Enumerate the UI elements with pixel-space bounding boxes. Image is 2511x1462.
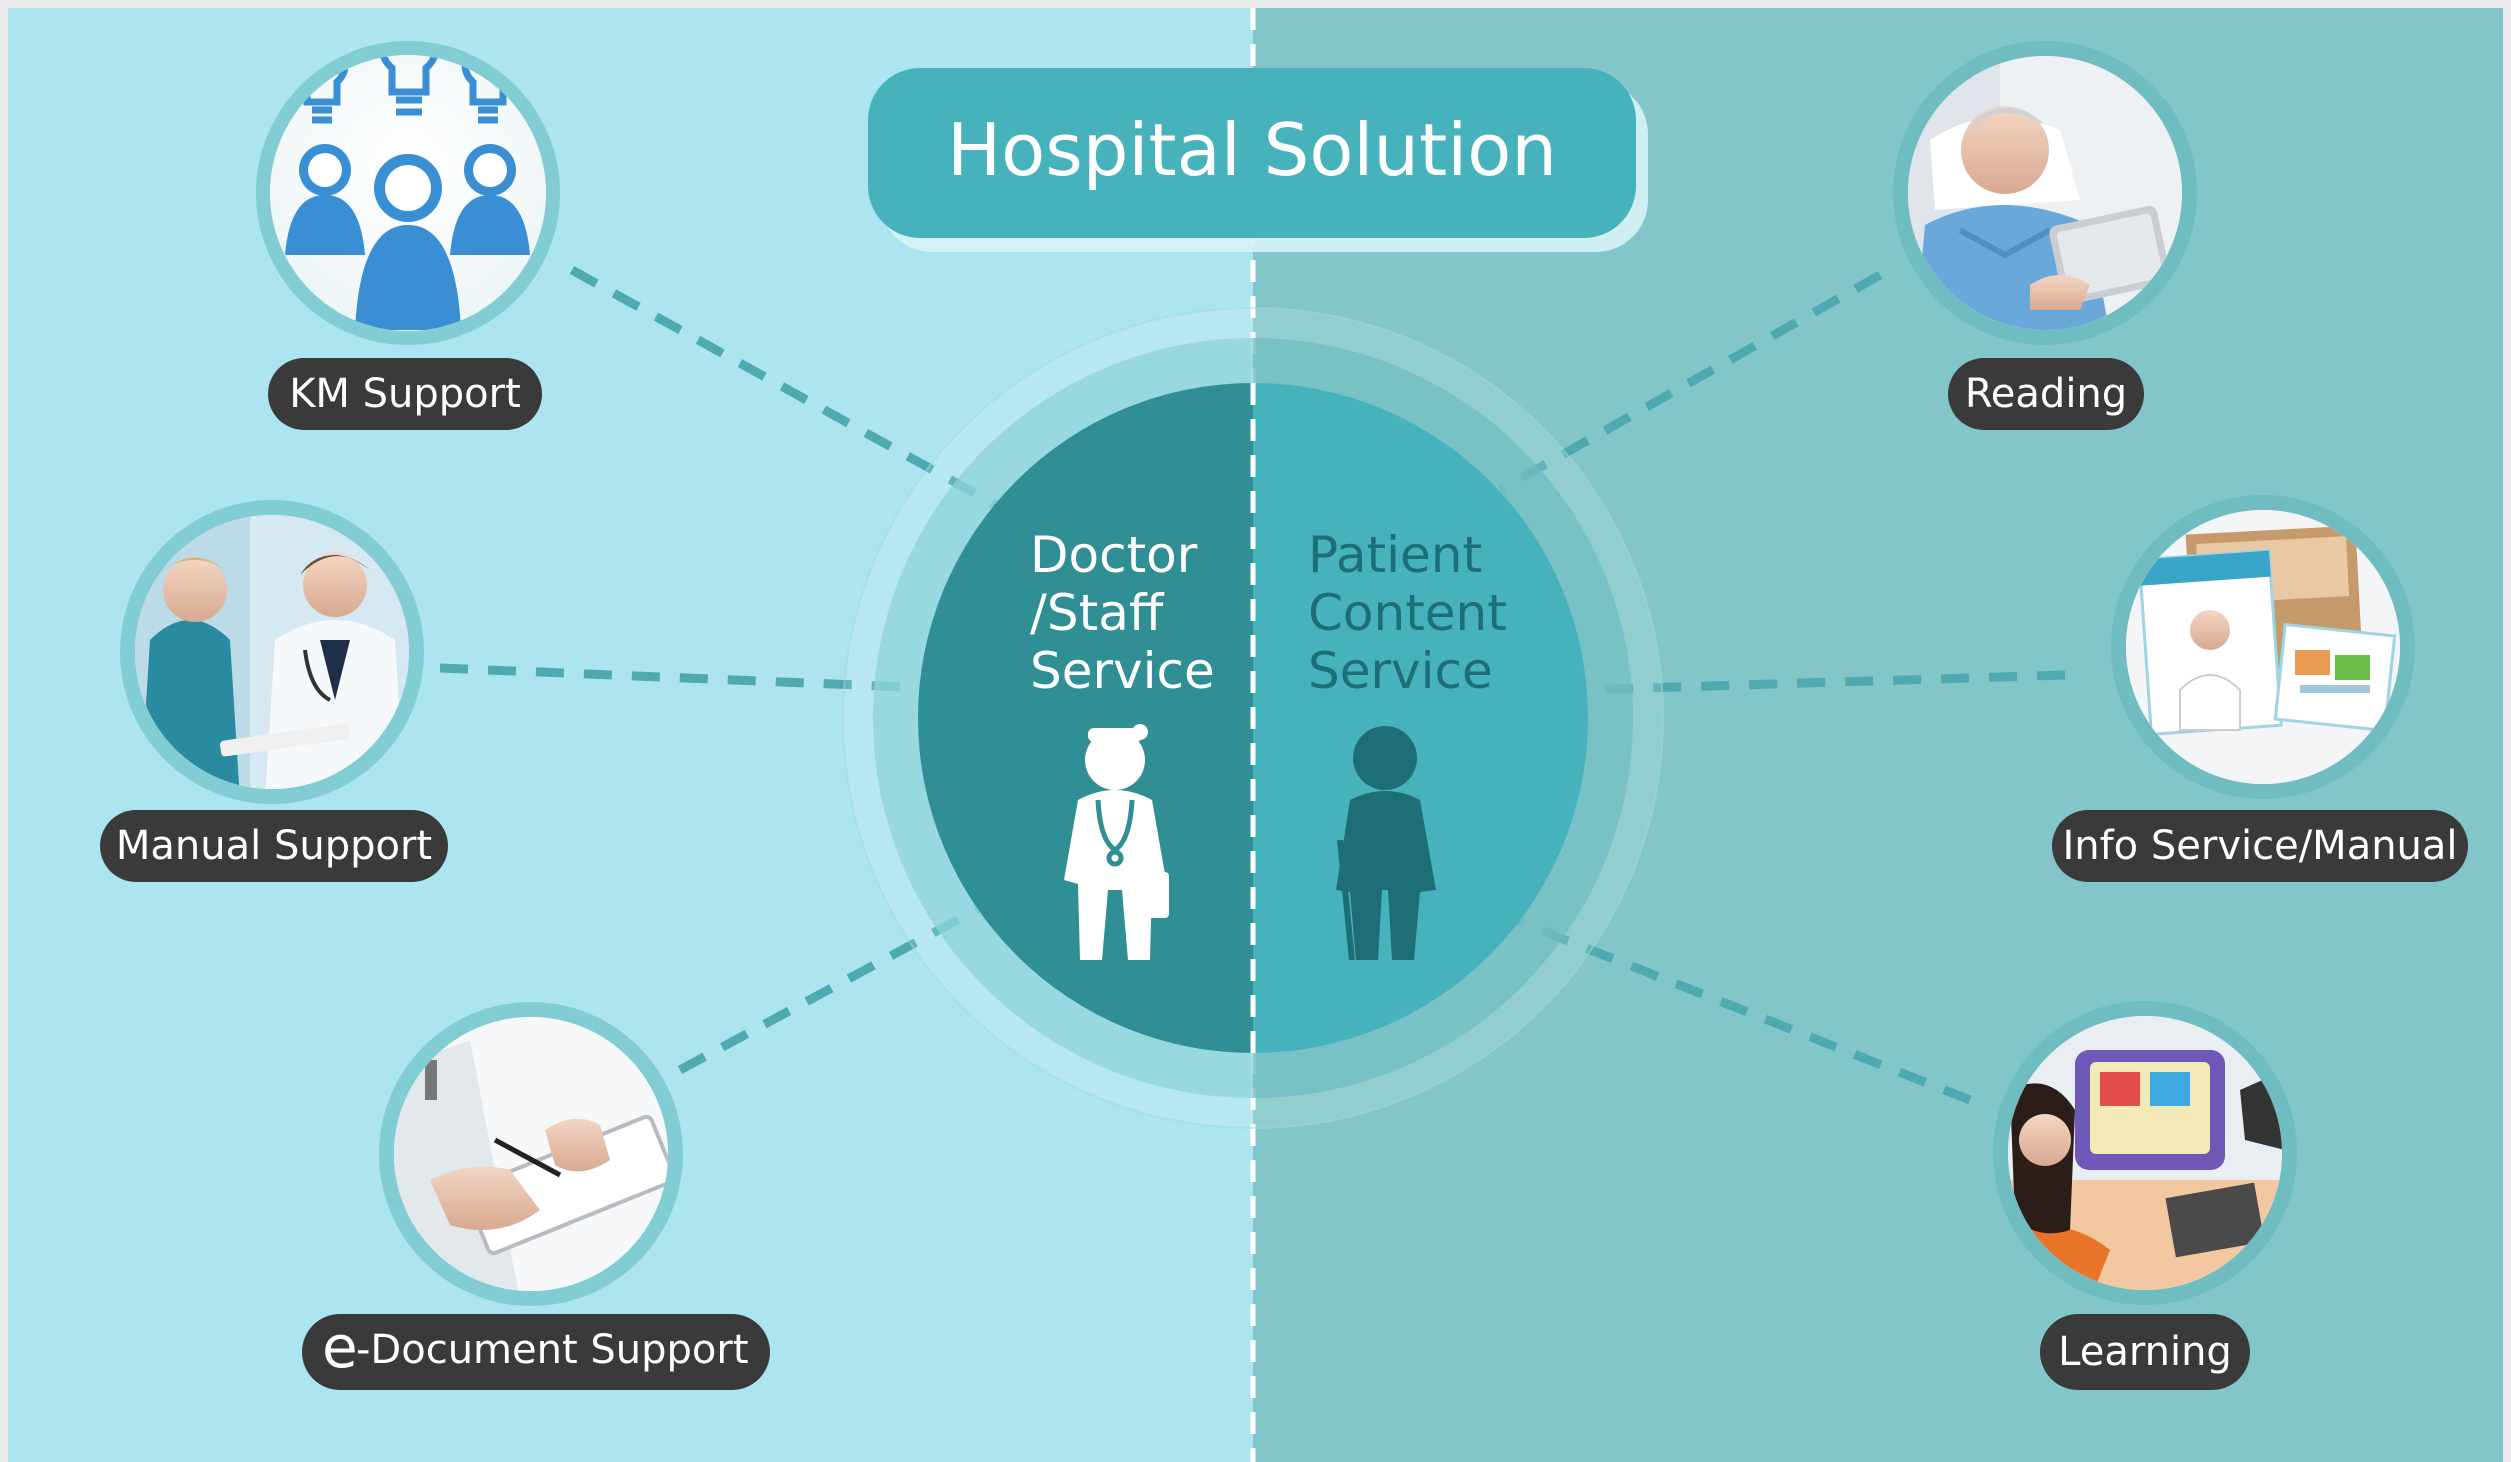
manual-support-node: Manual Support (100, 500, 448, 882)
connector-info (1579, 670, 2066, 695)
edoc-support-label: -Document Support (356, 1327, 749, 1373)
patient-label-line3: Service (1308, 642, 1493, 700)
patient-content-label: Patient Content Service (1308, 526, 1507, 700)
patient-icon (1336, 726, 1436, 960)
doctor-staff-label: Doctor /Staff Service (1030, 526, 1215, 700)
patient-label-line1: Patient (1308, 526, 1482, 584)
info-service-pill (2052, 810, 2468, 882)
title-banner: Hospital Solution (868, 68, 1648, 252)
info-service-label: Info Service/Manual (2062, 823, 2457, 869)
km-support-pill (268, 358, 542, 430)
learning-label: Learning (2058, 1329, 2232, 1375)
stethoscope-icon (1095, 799, 1135, 867)
connector-manual (439, 663, 931, 693)
center-circle-left (918, 383, 1253, 1053)
connector-km (569, 266, 1008, 514)
reading-label: Reading (1965, 371, 2127, 417)
connector-reading (1497, 271, 1883, 494)
crutch-icon (1337, 839, 1355, 961)
km-support-label: KM Support (289, 371, 521, 417)
patient-label-line2: Content (1308, 584, 1507, 642)
e-document-support-node: e -Document Support (302, 1002, 770, 1390)
doctor-label-line2: /Staff (1030, 584, 1165, 642)
patient-reading-photo (1908, 56, 2182, 330)
reading-node: Reading (1893, 41, 2197, 430)
doctor-label-line1: Doctor (1030, 526, 1198, 584)
manual-support-label: Manual Support (116, 823, 432, 869)
km-support-node: KM Support (256, 41, 560, 430)
learning-node: Learning (1993, 1001, 2297, 1390)
edoc-support-pill (302, 1314, 770, 1390)
reading-pill (1948, 358, 2144, 430)
km-people-bulbs-icon (285, 55, 530, 330)
info-service-node: Info Service/Manual (2052, 495, 2468, 882)
doctor-label-line3: Service (1030, 642, 1215, 700)
page-title: Hospital Solution (947, 108, 1557, 192)
edoc-e-prefix: e (322, 1313, 358, 1381)
connector-edoc (677, 901, 988, 1074)
clipboard-photo (394, 1017, 668, 1291)
brochure-photo (2126, 510, 2400, 784)
doctor-icon (1064, 724, 1169, 960)
learning-pill (2040, 1314, 2250, 1390)
manual-support-pill (100, 810, 448, 882)
